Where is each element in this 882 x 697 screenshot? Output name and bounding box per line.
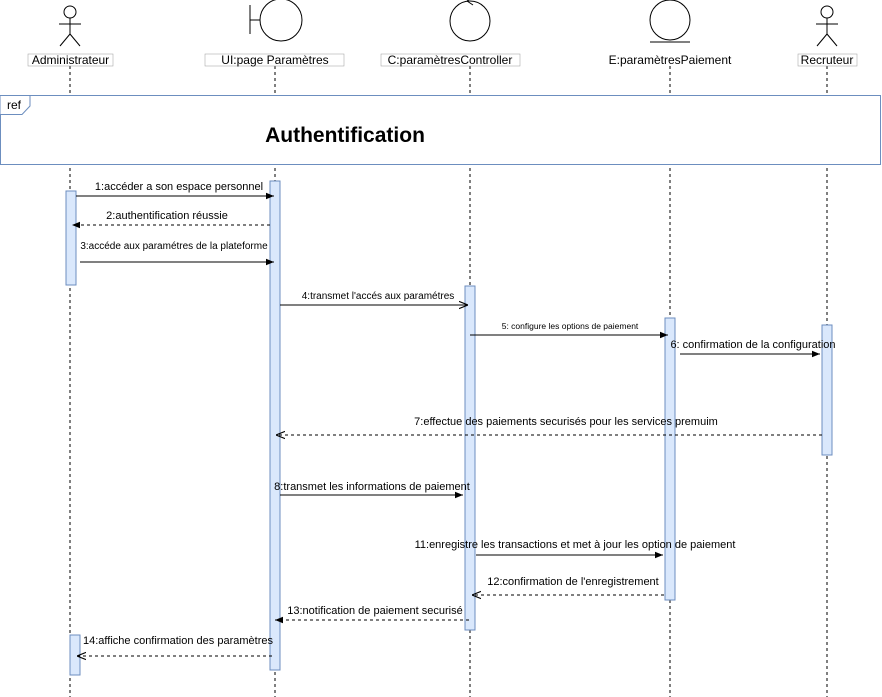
message-label: 8:transmet les informations de paiement [274, 481, 470, 493]
message-5: 5: configure les options de paiement [470, 321, 668, 339]
messages: 1:accéder a son espace personnel 2:authe… [72, 181, 836, 656]
message-label: 3:accéde aux paramétres de la plateforme [80, 241, 268, 252]
message-11: 11:enregistre les transactions et met à … [415, 539, 736, 559]
participant-label: Administrateur [32, 53, 109, 67]
message-label: 13:notification de paiement securisé [287, 605, 463, 617]
activation-admin-2 [69, 634, 81, 676]
participant-label: Recruteur [801, 53, 854, 67]
message-12: 12:confirmation de l'enregistrement [472, 576, 664, 595]
message-label: 11:enregistre les transactions et met à … [415, 539, 736, 551]
participant-label: UI:page Paramètres [221, 53, 328, 67]
ref-title: Authentification [265, 124, 425, 147]
participant-entity: E:paramètresPaiement [609, 0, 732, 67]
message-label: 14:affiche confirmation des paramètres [83, 635, 273, 647]
message-label: 2:authentification réussie [106, 210, 228, 222]
message-8: 8:transmet les informations de paiement [274, 481, 470, 499]
boundary-icon [249, 0, 303, 42]
ref-tag: ref [7, 98, 22, 112]
message-4: 4:transmet l'accés aux paramétres [280, 291, 468, 305]
message-label: 12:confirmation de l'enregistrement [487, 576, 658, 588]
participant-ui: UI:page Paramètres [204, 0, 345, 67]
message-14: 14:affiche confirmation des paramètres [77, 635, 273, 656]
actor-icon [59, 5, 81, 47]
participant-ctrl: C:paramètresController [380, 0, 521, 67]
activation-recruteur [821, 324, 833, 456]
entity-icon [649, 0, 691, 43]
message-3: 3:accéde aux paramétres de la plateforme [80, 241, 274, 266]
message-6: 6: confirmation de la configuration [670, 339, 836, 358]
participant-label: E:paramètresPaiement [609, 53, 732, 67]
message-label: 1:accéder a son espace personnel [95, 181, 263, 193]
ref-frame: ref Authentification [0, 95, 881, 165]
message-1: 1:accéder a son espace personnel [76, 181, 274, 200]
participant-recruteur: Recruteur [797, 5, 858, 67]
activation-ctrl [464, 285, 476, 631]
message-label: 6: confirmation de la configuration [670, 339, 835, 351]
message-label: 7:effectue des paiements securisés pour … [414, 416, 718, 428]
message-label: 5: configure les options de paiement [502, 321, 639, 331]
activation-ui [269, 180, 281, 671]
control-icon [449, 0, 491, 42]
activation-admin-1 [65, 190, 77, 286]
message-label: 4:transmet l'accés aux paramétres [302, 291, 455, 302]
message-2: 2:authentification réussie [72, 210, 270, 229]
message-7: 7:effectue des paiements securisés pour … [276, 416, 822, 435]
activations [65, 180, 833, 676]
activation-entity [664, 317, 676, 601]
participant-label: C:paramètresController [388, 53, 513, 67]
message-13: 13:notification de paiement securisé [275, 605, 469, 624]
actor-icon [816, 5, 838, 47]
participant-admin: Administrateur [27, 5, 114, 67]
